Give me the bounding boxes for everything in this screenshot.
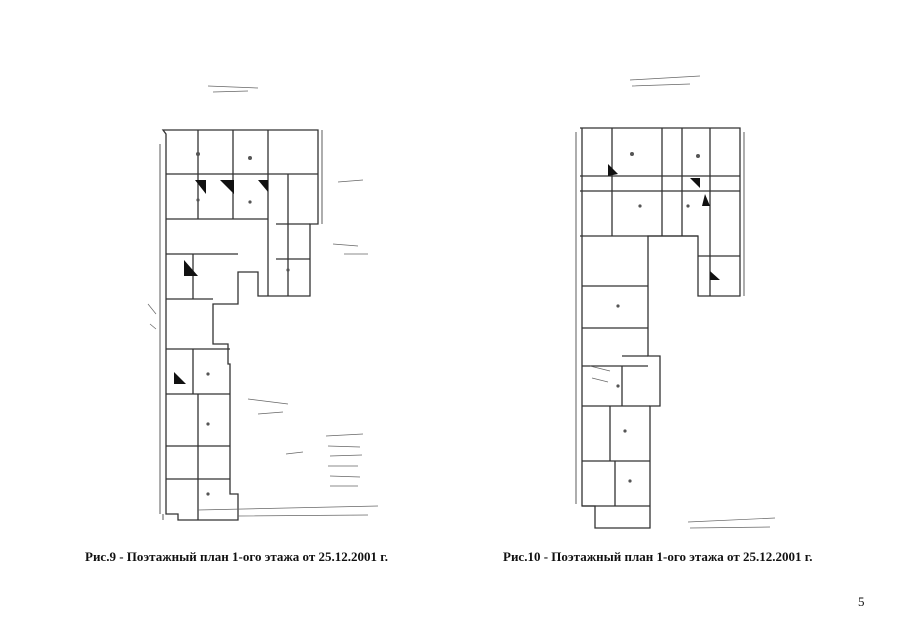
floor-plan-fig9-drawing xyxy=(147,85,379,521)
figure-caption-fig10: Рис.10 - Поэтажный план 1-ого этажа от 2… xyxy=(503,549,813,564)
floor-plan-fig10-drawing xyxy=(575,75,776,529)
figure-caption-fig9: Рис.9 - Поэтажный план 1-ого этажа от 25… xyxy=(85,549,388,564)
floor-plan-fig9 xyxy=(138,74,398,534)
floor-plan-fig10 xyxy=(570,66,790,536)
page-number: 5 xyxy=(858,594,865,609)
